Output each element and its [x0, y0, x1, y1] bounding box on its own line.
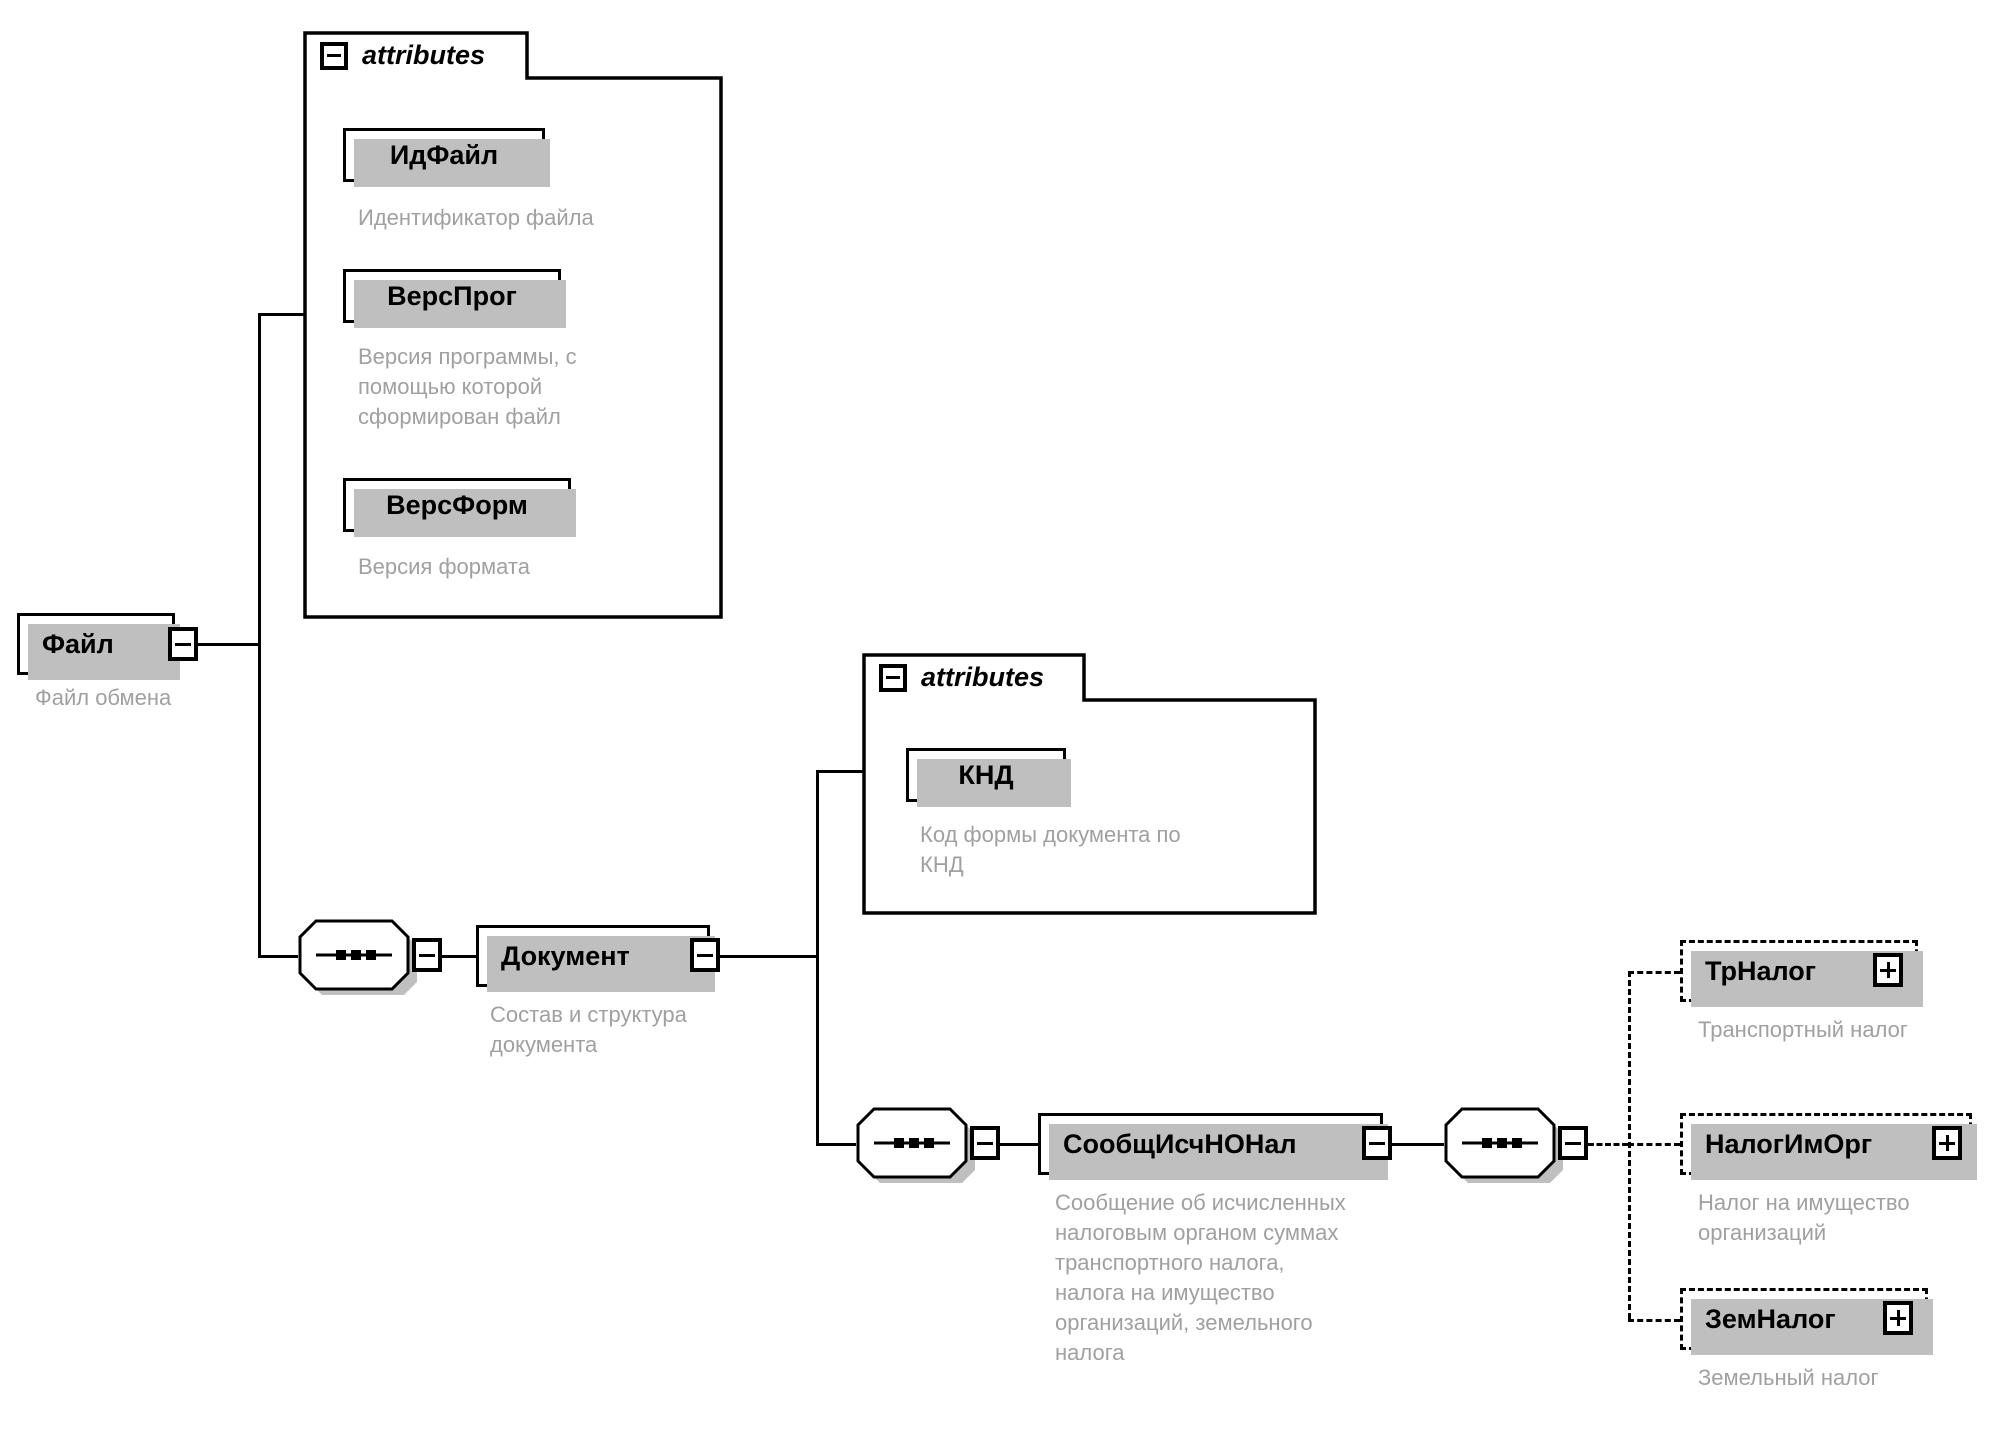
collapse-toggle-sequence-document[interactable]	[412, 938, 442, 972]
minus-icon	[1565, 1141, 1581, 1145]
minus-icon	[697, 953, 713, 957]
attributes-label: attributes	[921, 662, 1045, 692]
node-doc-trnalog: Транспортный налог	[1698, 1017, 1908, 1042]
attribute-box-knd[interactable]: КНД	[906, 748, 1071, 807]
attribute-box-idfayl[interactable]: ИдФайл	[343, 128, 550, 187]
connector-line-dashed	[1628, 1143, 1680, 1146]
connector-line	[816, 1143, 856, 1146]
node-label: ТрНалог	[1705, 955, 1817, 986]
attribute-box-versform[interactable]: ВерсФорм	[343, 478, 576, 537]
minus-icon	[419, 953, 435, 957]
minus-icon	[175, 642, 191, 646]
connector-line	[816, 770, 819, 1145]
connector-line	[258, 955, 298, 958]
node-label: Документ	[501, 940, 630, 971]
collapse-minus-icon[interactable]	[879, 663, 907, 692]
connector-line	[720, 955, 818, 958]
node-doc-soobshchischnonal: Сообщение об исчисленных налоговым орган…	[1055, 1190, 1346, 1365]
collapse-toggle-sequence-message[interactable]	[970, 1126, 1000, 1160]
expand-toggle-trnalog[interactable]	[1873, 953, 1903, 987]
node-label: СообщИсчНОНал	[1063, 1128, 1297, 1159]
attribute-label: ВерсПрог	[387, 280, 517, 311]
attribute-box-versprog[interactable]: ВерсПрог	[343, 269, 566, 328]
sequence-connector-message[interactable]	[854, 1105, 976, 1183]
collapse-toggle-soobshchischnonal[interactable]	[1362, 1126, 1392, 1160]
attribute-doc-versform: Версия формата	[358, 554, 530, 579]
connector-line	[1392, 1143, 1444, 1146]
connector-line	[198, 643, 260, 646]
node-label: НалогИмОрг	[1705, 1128, 1873, 1159]
attribute-doc-idfayl: Идентификатор файла	[358, 205, 594, 230]
connector-line	[1000, 1143, 1038, 1146]
connector-line	[816, 770, 864, 773]
attribute-doc-knd: Код формы документа по КНД	[920, 822, 1181, 877]
expand-toggle-nalogimorg[interactable]	[1932, 1126, 1962, 1160]
node-doc-dokument: Состав и структура документа	[490, 1002, 687, 1057]
expand-toggle-zemnalog[interactable]	[1883, 1301, 1913, 1335]
sequence-connector-document[interactable]	[296, 917, 418, 995]
node-label: ЗемНалог	[1705, 1303, 1836, 1334]
document-attributes-header[interactable]: attributes	[879, 662, 1044, 693]
connector-line	[258, 313, 306, 316]
collapse-toggle-sequence-children[interactable]	[1558, 1126, 1588, 1160]
plus-icon	[1896, 1310, 1900, 1326]
connector-line	[442, 955, 476, 958]
collapse-toggle-dokument[interactable]	[690, 938, 720, 972]
node-doc-fayl: Файл обмена	[35, 685, 172, 710]
node-dokument[interactable]: Документ	[476, 925, 715, 992]
node-soobshchischnonal[interactable]: СообщИсчНОНал	[1038, 1113, 1388, 1180]
document-attributes-container	[862, 653, 1317, 915]
node-doc-nalogimorg: Налог на имущество организаций	[1698, 1190, 1910, 1245]
attribute-doc-versprog: Версия программы, с помощью которой сфор…	[358, 344, 577, 429]
attribute-label: ИдФайл	[389, 139, 499, 170]
node-label: Файл	[42, 628, 114, 659]
node-fayl[interactable]: Файл	[17, 613, 180, 680]
plus-icon	[1945, 1135, 1949, 1151]
attribute-label: ВерсФорм	[386, 489, 528, 520]
connector-line	[258, 313, 261, 957]
sequence-connector-children[interactable]	[1442, 1105, 1564, 1183]
connector-line-dashed	[1628, 1319, 1680, 1322]
minus-icon	[977, 1141, 993, 1145]
connector-line-dashed	[1588, 1143, 1628, 1146]
attribute-label: КНД	[958, 759, 1014, 790]
node-doc-zemnalog: Земельный налог	[1698, 1365, 1879, 1390]
connector-line-dashed	[1628, 971, 1680, 974]
root-attributes-header[interactable]: attributes	[320, 40, 485, 71]
plus-icon	[1886, 962, 1890, 978]
node-nalogimorg[interactable]: НалогИмОрг	[1680, 1113, 1977, 1180]
collapse-toggle-fayl[interactable]	[168, 627, 198, 661]
minus-icon	[1369, 1141, 1385, 1145]
collapse-minus-icon[interactable]	[320, 41, 348, 70]
attributes-label: attributes	[362, 40, 486, 70]
